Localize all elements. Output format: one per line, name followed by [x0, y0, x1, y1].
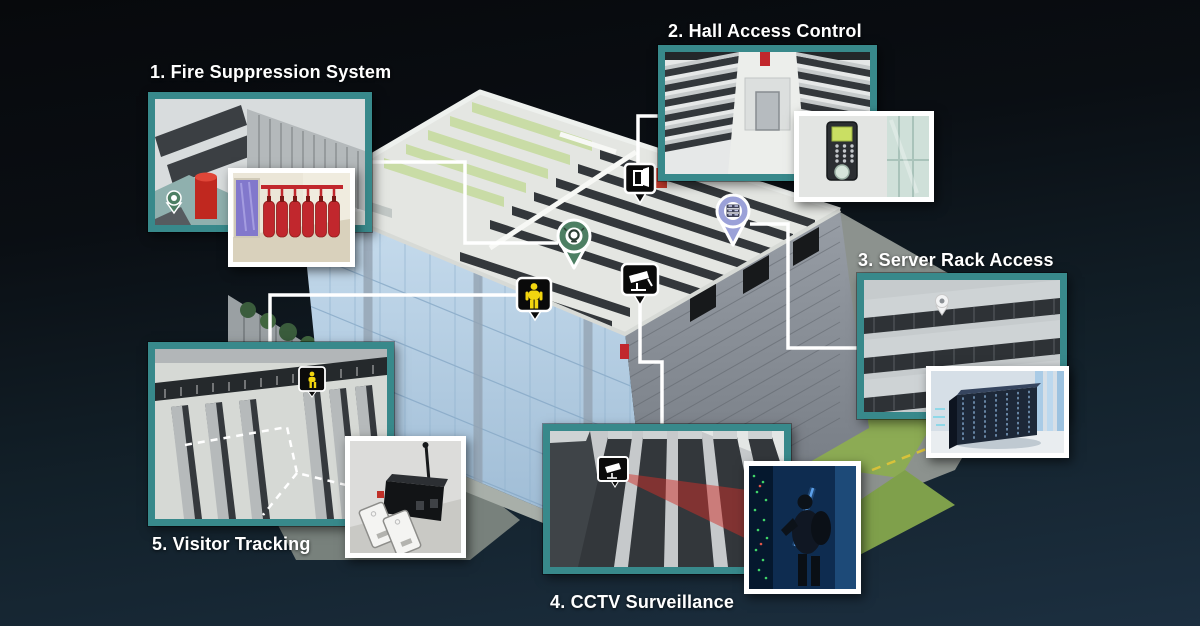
camera-view-cone	[606, 471, 784, 557]
visitor-inset-image	[345, 436, 466, 558]
mini-person-icon	[298, 366, 326, 398]
interior-walls	[488, 131, 638, 251]
cctv-inset-image	[744, 461, 861, 594]
callout-title-visitor: 5. Visitor Tracking	[152, 534, 311, 554]
hall-inset-image	[794, 111, 934, 202]
rack-rows-upper-hall	[490, 150, 815, 299]
server-rack-pin	[715, 193, 751, 247]
hall-inset-scene	[799, 116, 929, 197]
badge-card	[382, 509, 422, 553]
cctv-inset-scene	[749, 466, 856, 589]
callout-title-server-rack: 3. Server Rack Access	[858, 250, 1054, 270]
connector-hall-access	[636, 114, 660, 166]
loading-doors	[690, 227, 819, 322]
person-icon	[515, 276, 553, 322]
mini-cctv-icon	[597, 456, 629, 488]
mini-fire-pin	[165, 190, 183, 215]
mini-rack-pin	[935, 294, 949, 316]
fire-inset-image	[228, 168, 355, 267]
connectors	[268, 114, 859, 426]
red-hydrant	[620, 344, 629, 359]
server-rack-inset-image	[926, 366, 1069, 458]
door-icon	[623, 162, 657, 205]
connector-fire-suppression	[372, 160, 558, 245]
person-silhouette	[781, 494, 831, 586]
roof-front-edges	[299, 196, 841, 336]
fire-alarm-pin	[556, 218, 592, 270]
callout-title-cctv: 4. CCTV Surveillance	[550, 592, 735, 612]
callout-title-fire-suppression: 1. Fire Suppression System	[150, 62, 392, 82]
fire-inset-scene	[233, 173, 350, 262]
callout-title-hall-access: 2. Hall Access Control	[668, 21, 862, 41]
visitor-path	[184, 425, 387, 516]
connector-visitor	[268, 293, 520, 344]
connector-server-rack	[750, 222, 859, 350]
server-rack-inset-scene	[931, 371, 1064, 453]
visitor-inset-scene	[350, 441, 461, 553]
office-desk-rows	[384, 102, 592, 207]
connector-cctv	[638, 298, 664, 426]
cctv-camera-icon	[620, 262, 660, 307]
